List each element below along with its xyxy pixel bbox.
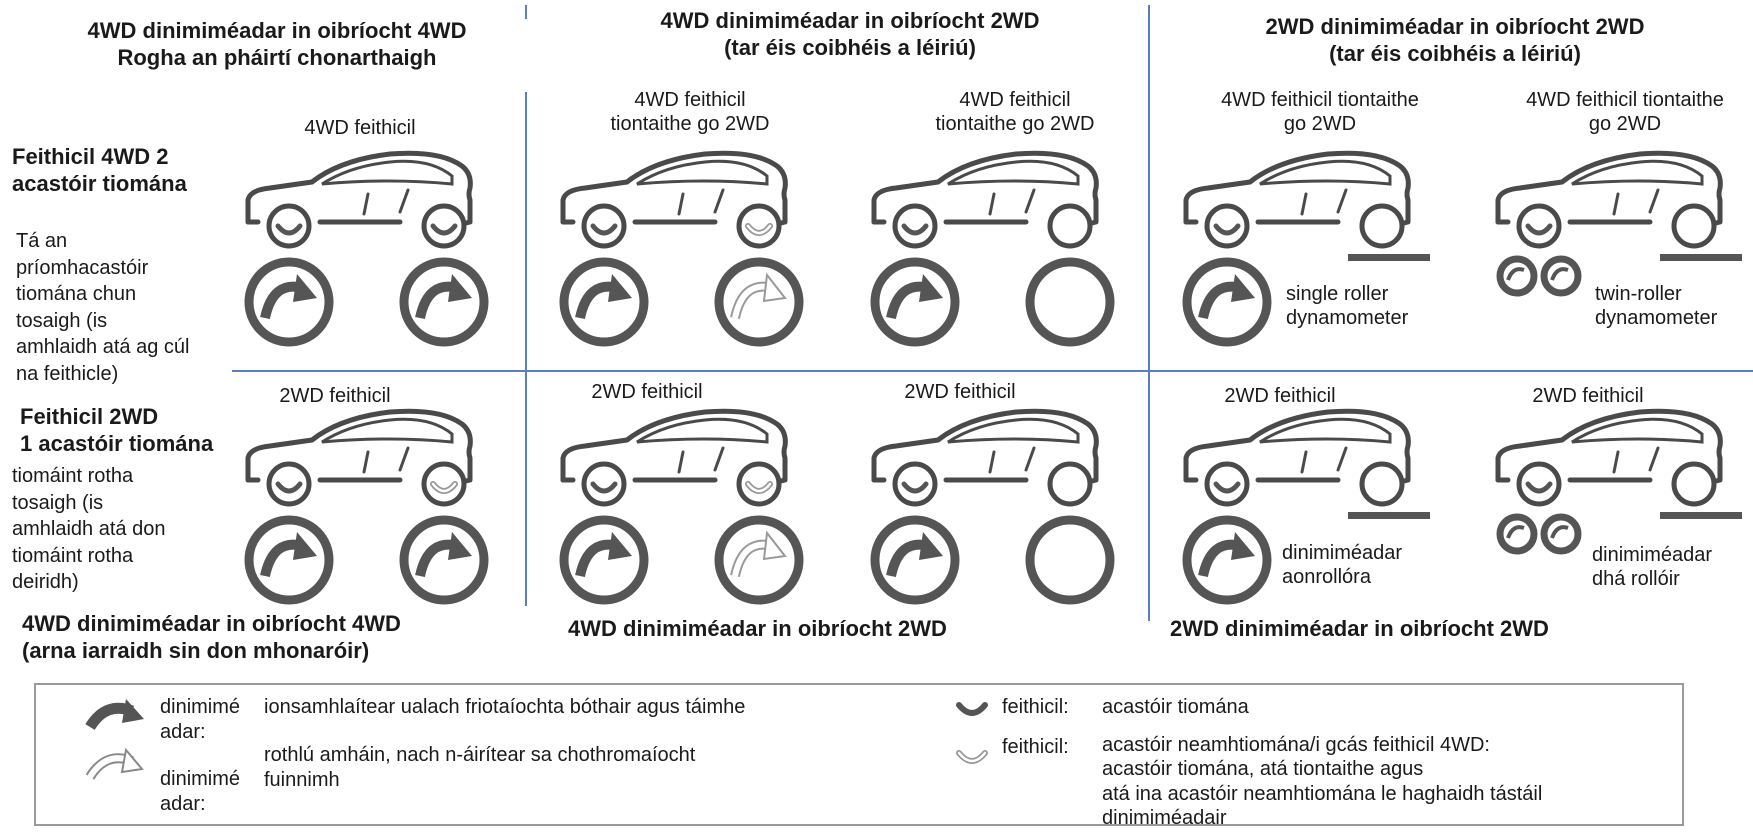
column-header-2wd-2wd: 2WD dinimiméadar in oibríocht 2WD (tar é… xyxy=(1265,14,1645,66)
vehicle-label-r2c5: 2WD feithicil xyxy=(1532,385,1644,407)
dyno-roller-light-icon xyxy=(85,747,144,780)
divider-row1-row2 xyxy=(232,370,1753,372)
legend-nondrive-desc: acastóir neamhtiomána/i gcás feithicil 4… xyxy=(1102,734,1543,830)
dyno-roller-icon xyxy=(559,515,649,605)
row-title-4wd: Feithicil 4WD 2 acastóir tiomána xyxy=(12,144,187,196)
legend-light-label: dinimimé adar: xyxy=(160,768,241,815)
dyno-roller-icon xyxy=(870,257,960,347)
row-title-2wd: Feithicil 2WD 1 acastóir tiomána xyxy=(20,404,214,456)
dyno-roller-icon xyxy=(1182,257,1272,347)
dyno-roller-icon xyxy=(559,257,649,347)
car-icon xyxy=(1490,150,1742,297)
car-icon xyxy=(1490,408,1742,555)
legend-nondrive-label: feithicil: xyxy=(1002,736,1069,758)
dyno-roller-icon xyxy=(714,257,804,347)
dyno-roller-icon xyxy=(1182,515,1272,605)
divider-col1-col2 xyxy=(525,92,527,606)
column-footer-2wd-2wd: 2WD dinimiméadar in oibríocht 2WD xyxy=(1170,616,1549,641)
dyno-roller-icon xyxy=(714,515,804,605)
dyno-roller-icon xyxy=(870,515,960,605)
car-icon xyxy=(244,150,489,347)
drive-axle-icon xyxy=(956,702,988,716)
vehicle-label-r2c1: 2WD feithicil xyxy=(279,385,391,407)
dyno-label-single-roller: single roller dynamometer xyxy=(1286,283,1409,330)
car-icon xyxy=(1182,150,1430,347)
column-footer-4wd-2wd: 4WD dinimiméadar in oibríocht 2WD xyxy=(568,616,947,641)
vehicle-label-r1c4: 4WD feithicil tiontaithe go 2WD xyxy=(1221,89,1419,136)
car-icon xyxy=(1182,408,1430,605)
dyno-roller-icon xyxy=(244,257,334,347)
vehicle-label-r1c1: 4WD feithicil xyxy=(304,117,416,139)
column-header-4wd-2wd: 4WD dinimiméadar in oibríocht 2WD (tar é… xyxy=(660,8,1040,60)
car-icon xyxy=(870,408,1115,605)
vehicle-label-r1c2: 4WD feithicil tiontaithe go 2WD xyxy=(610,89,770,136)
car-icon xyxy=(559,408,804,605)
dyno-roller-icon xyxy=(1025,257,1115,347)
dyno-roller-dark-icon xyxy=(85,699,144,731)
column-footer-4wd-4wd: 4WD dinimiméadar in oibríocht 4WD (arna … xyxy=(22,611,401,663)
dyno-roller-icon xyxy=(1025,515,1115,605)
vehicle-label-r2c4: 2WD feithicil xyxy=(1224,385,1336,407)
dyno-roller-icon xyxy=(244,515,334,605)
legend-drive-desc: acastóir tiomána xyxy=(1102,696,1249,718)
dyno-label-aonrollora: dinimiméadar aonrollóra xyxy=(1282,542,1403,589)
legend-dark-desc: ionsamhlaítear ualach friotaíochta bótha… xyxy=(264,696,746,718)
row-desc-2wd: tiomáint rotha tosaigh (is amhlaidh atá … xyxy=(12,465,166,594)
dyno-label-twin-roller: twin-roller dynamometer xyxy=(1595,283,1718,330)
legend-dark-label: dinimimé adar: xyxy=(160,696,241,743)
legend-light-desc: rothlú amháin, nach n-áirítear sa chothr… xyxy=(264,744,696,791)
dyno-label-dha-rolloir: dinimiméadar dhá rollóir xyxy=(1592,544,1713,591)
legend-drive-label: feithicil: xyxy=(1002,696,1069,718)
vehicle-label-r2c2: 2WD feithicil xyxy=(591,381,703,403)
legend-box: dinimimé adar: ionsamhlaítear ualach fri… xyxy=(34,683,1684,829)
divider-col2-col3 xyxy=(1148,5,1150,621)
nondrive-axle-icon xyxy=(956,750,988,764)
row-desc-4wd: Tá an príomhacastóir tiomána chun tosaig… xyxy=(16,230,190,384)
car-icon xyxy=(870,150,1115,347)
car-icon xyxy=(559,150,804,347)
dyno-roller-icon xyxy=(399,515,489,605)
vehicle-label-r2c3: 2WD feithicil xyxy=(904,381,1016,403)
divider-top-col1-col2 xyxy=(525,5,527,19)
car-icon xyxy=(244,408,489,605)
dyno-roller-icon xyxy=(399,257,489,347)
column-header-4wd-4wd: 4WD dinimiméadar in oibríocht 4WD Rogha … xyxy=(87,18,467,70)
vehicle-label-r1c5: 4WD feithicil tiontaithe go 2WD xyxy=(1526,89,1724,136)
vehicle-label-r1c3: 4WD feithicil tiontaithe go 2WD xyxy=(935,89,1095,136)
